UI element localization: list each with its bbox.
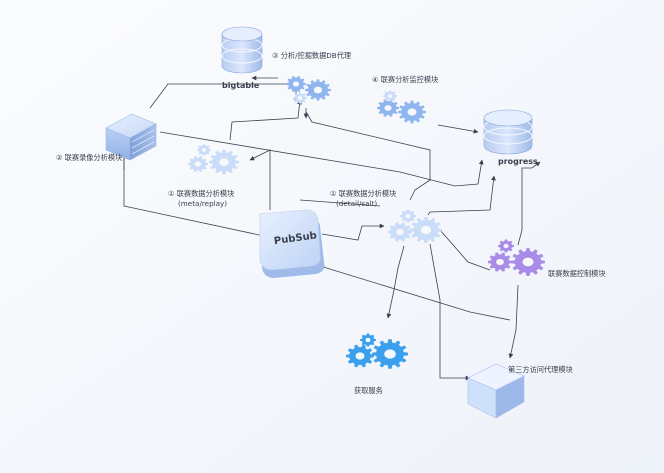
arrow-detail-to-fetch	[386, 245, 405, 319]
progress-db	[483, 109, 533, 155]
meta-replay-gears	[188, 144, 239, 175]
bigtable-label: bigtable	[222, 81, 260, 90]
meta-replay-gears-gear-2-icon-hub	[219, 158, 229, 166]
db-proxy-gears-gear-3-icon-hub	[297, 96, 303, 100]
monitor-gears	[377, 90, 426, 124]
fetch-gears	[346, 333, 408, 369]
line-recording-pubsub	[123, 155, 265, 237]
arrow-control-to-third	[508, 284, 519, 359]
meta-replay-sublabel: (meta/replay)	[178, 199, 227, 208]
detail-salt-label: ① 联赛数据分析模块	[330, 189, 396, 198]
db-proxy-gears-gear-1-icon-hub	[292, 81, 300, 87]
arrow-meta-to-proxy	[229, 99, 302, 141]
control-label: 联赛数据控制模块	[548, 269, 606, 278]
fetch-gears-gear-1-icon-hub	[355, 352, 365, 360]
control-gears-gear-2-icon-hub	[522, 257, 534, 267]
meta-replay-gears-gear-1-icon-hub	[194, 161, 202, 167]
progress-label: progress	[498, 157, 538, 166]
recording-label: ② 联赛录像分析模块	[56, 153, 122, 162]
pubsub-block	[259, 209, 325, 278]
meta-replay-label: ① 联赛数据分析模块	[168, 189, 234, 198]
db-proxy-label: ③ 分析/挖掘数据DB代理	[272, 51, 351, 60]
line-detail-proxy	[305, 111, 431, 201]
arrow-monitor-to-progress	[437, 124, 479, 134]
arrow-pubsub-to-detail	[321, 223, 385, 241]
control-gears-gear-3-icon-hub	[503, 243, 509, 249]
arrow-detail-to-progress	[427, 175, 496, 216]
monitor-gears-gear-1-icon-hub	[384, 105, 392, 111]
arrow-control-to-pubsub	[319, 264, 511, 321]
third-party-box	[467, 363, 525, 419]
detail-salt-gears	[388, 209, 442, 244]
arrow-detail-to-third	[429, 243, 471, 381]
meta-replay-gears-gear-3-icon-hub	[201, 148, 207, 152]
fetch-gears-gear-3-icon-hub	[365, 337, 371, 343]
control-gears-gear-1-icon-hub	[496, 258, 504, 266]
detail-salt-gears-gear-2-icon-hub	[420, 225, 432, 235]
fetch-gears-gear-2-icon-hub	[384, 349, 396, 359]
connectors	[121, 75, 541, 381]
db-proxy-gears	[286, 75, 331, 104]
detail-salt-sublabel: (detail/salt)	[336, 199, 377, 208]
arrow-control-to-progress	[517, 161, 541, 246]
arrow-recording-to-proxy	[149, 83, 299, 109]
monitor-label: ④ 联赛分析监控模块	[372, 75, 438, 84]
fetch-label: 获取服务	[354, 386, 383, 395]
detail-salt-gears-gear-3-icon-hub	[405, 213, 411, 219]
arrow-to-progress-a	[159, 131, 484, 187]
monitor-gears-gear-2-icon-hub	[407, 108, 417, 116]
bigtable-db	[221, 26, 263, 74]
monitor-gears-gear-3-icon-hub	[387, 94, 393, 98]
db-proxy-gears-gear-2-icon-hub	[313, 86, 323, 94]
recording-module-box	[105, 113, 157, 161]
control-gears	[488, 239, 545, 276]
third-party-label: 第三方访问代理模块	[508, 365, 573, 374]
detail-salt-gears-gear-1-icon-hub	[396, 228, 404, 236]
line-detail-control	[439, 229, 491, 271]
line-pubsub-detail-b	[299, 199, 381, 207]
